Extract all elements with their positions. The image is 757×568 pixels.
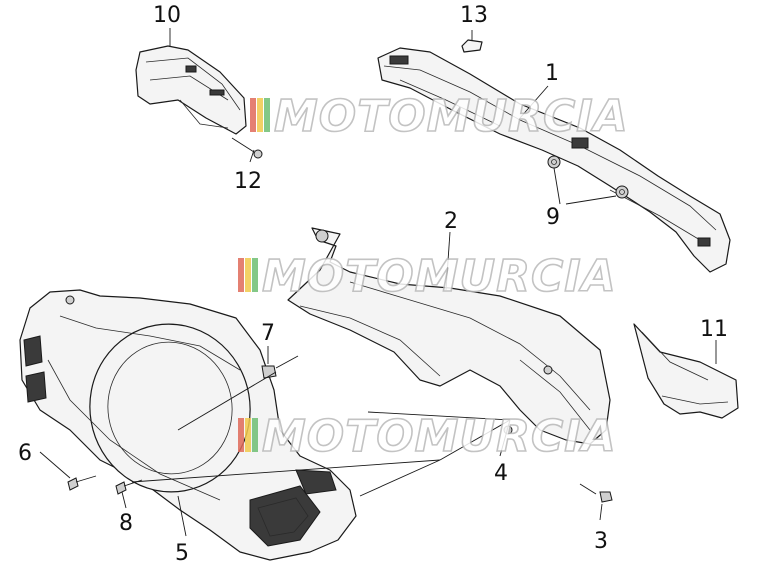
callout-4: 4 [494, 461, 508, 486]
watermark-middle: MOTOMURCIA [238, 250, 617, 303]
part-3-screw [579, 483, 613, 503]
part-12-screw [231, 137, 263, 159]
callout-2: 2 [444, 209, 458, 234]
callout-13: 13 [460, 3, 488, 28]
callout-6: 6 [18, 441, 32, 466]
callout-11: 11 [700, 317, 728, 342]
watermark-text: MOTOMURCIA [262, 251, 617, 302]
part-10-cover [135, 45, 247, 135]
callout-12: 12 [234, 169, 262, 194]
part-6-screw [67, 475, 97, 491]
part-5-front-cover [19, 289, 357, 561]
part-11-side-cover [633, 323, 739, 419]
part-8-screw [115, 479, 143, 495]
callout-1: 1 [545, 61, 559, 86]
callout-7: 7 [261, 321, 275, 346]
part-2-rear-cover [287, 227, 611, 445]
part-13-cap [461, 39, 483, 53]
callout-labels: 10 13 1 12 9 2 11 7 6 4 8 3 5 [18, 3, 728, 566]
callout-3: 3 [594, 529, 608, 554]
part-9-grommets [547, 155, 629, 205]
callout-5: 5 [175, 541, 189, 566]
watermark-bottom: MOTOMURCIA [238, 410, 617, 463]
callout-8: 8 [119, 511, 133, 536]
watermark-text: MOTOMURCIA [262, 411, 617, 462]
watermark-top: MOTOMURCIA [250, 90, 629, 143]
callout-9: 9 [546, 205, 560, 230]
part-1-upper-cover [377, 47, 731, 273]
watermark-text: MOTOMURCIA [274, 91, 629, 142]
part-7-clip [261, 365, 277, 379]
callout-10: 10 [153, 3, 181, 28]
leader-lines [39, 28, 717, 537]
